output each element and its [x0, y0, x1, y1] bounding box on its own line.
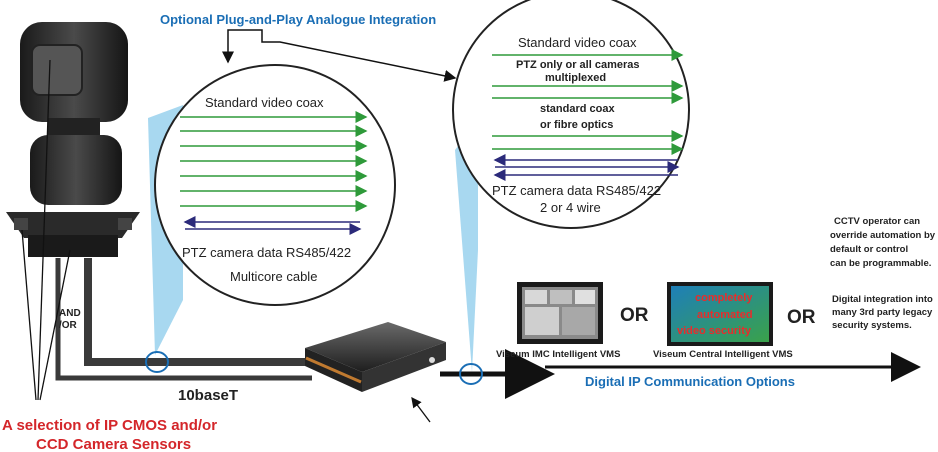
right-wire-label: 2 or 4 wire [540, 200, 601, 215]
camera-mount-skirt [6, 212, 140, 238]
operator-note-line-3: default or control [830, 244, 908, 255]
digital-ip-label: Digital IP Communication Options [585, 374, 795, 389]
or-label-1: OR [620, 305, 649, 326]
digital-note-line-2: many 3rd party legacy [832, 307, 933, 318]
sensors-label-line-1: A selection of IP CMOS and/or [2, 417, 217, 434]
camera-lens-window [31, 44, 83, 96]
imc-feed-2 [550, 290, 572, 304]
right-cable-zoom-marker [459, 363, 483, 385]
left-cable-zoom-marker [145, 351, 169, 373]
sensor-pointer-1 [21, 229, 37, 401]
title-arrow-right [244, 29, 457, 82]
right-mux-line-1: PTZ only or all cameras [516, 59, 640, 71]
digital-note-line-1: Digital integration into [832, 294, 933, 305]
title-arrow-left [222, 29, 244, 64]
sensor-pointer-3 [39, 249, 71, 401]
central-screen-text-3: video security [677, 325, 752, 337]
right-zoom-circle [452, 0, 690, 229]
operator-note-line-4: can be programmable. [830, 258, 931, 269]
right-ptz-data-label: PTZ camera data RS485/422 [492, 183, 661, 198]
diagram-title: Optional Plug-and-Play Analogue Integrat… [160, 12, 436, 27]
right-fibre-line-1: standard coax [540, 103, 615, 115]
and-or-label-line-2: /OR [59, 320, 78, 331]
and-or-label-line-1: AND [59, 308, 81, 319]
ethernet-label: 10baseT [178, 387, 238, 404]
right-zoom-wedge [455, 120, 478, 372]
left-zoom-circle [154, 64, 396, 306]
box-top [305, 322, 446, 372]
left-cable-label: Multicore cable [230, 269, 317, 284]
box-trim [305, 356, 362, 384]
camera-sensor-left [14, 218, 28, 230]
central-vms-monitor: completely automated video security [667, 282, 773, 346]
or-label-2: OR [787, 307, 816, 328]
central-monitor-screen [671, 286, 769, 342]
right-fibre-line-2: or fibre optics [540, 119, 613, 131]
left-video-arrows [180, 111, 368, 212]
multicore-cable [84, 258, 312, 366]
imc-vms-monitor [517, 282, 603, 344]
imc-feed-4 [525, 307, 559, 335]
central-screen-text-2: automated [697, 309, 753, 321]
network-encoder-box [305, 322, 446, 392]
central-vms-caption: Viseum Central Intelligent VMS [653, 349, 793, 360]
left-data-arrows [183, 216, 362, 235]
camera-base [28, 235, 118, 257]
sensor-pointer-lines [21, 59, 71, 401]
digital-note-line-3: security systems. [832, 320, 912, 331]
right-data-arrows [493, 154, 680, 181]
sensor-pointer-2 [37, 59, 51, 401]
left-ptz-data-label: PTZ camera data RS485/422 [182, 245, 351, 260]
ptz-camera [6, 22, 140, 257]
box-pointer-arrow [411, 396, 431, 423]
imc-feed-1 [525, 290, 547, 304]
box-side [362, 342, 446, 392]
box-led [429, 357, 435, 363]
right-video-arrows [492, 49, 684, 155]
ethernet-cable [55, 258, 312, 381]
camera-sensor-right [118, 218, 132, 230]
right-mux-line-2: multiplexed [545, 72, 606, 84]
central-screen-text-1: completely [695, 292, 753, 304]
camera-body [30, 135, 122, 205]
sensors-label-line-2: CCD Camera Sensors [36, 436, 191, 452]
imc-feed-5 [562, 307, 595, 335]
operator-note-line-2: override automation by [830, 230, 936, 241]
right-coax-title: Standard video coax [518, 35, 637, 50]
imc-feed-3 [575, 290, 595, 304]
operator-note-line-1: CCTV operator can [834, 216, 920, 227]
imc-vms-caption: Viseum IMC Intelligent VMS [496, 349, 620, 360]
camera-neck [48, 118, 100, 138]
left-coax-title: Standard video coax [205, 95, 324, 110]
